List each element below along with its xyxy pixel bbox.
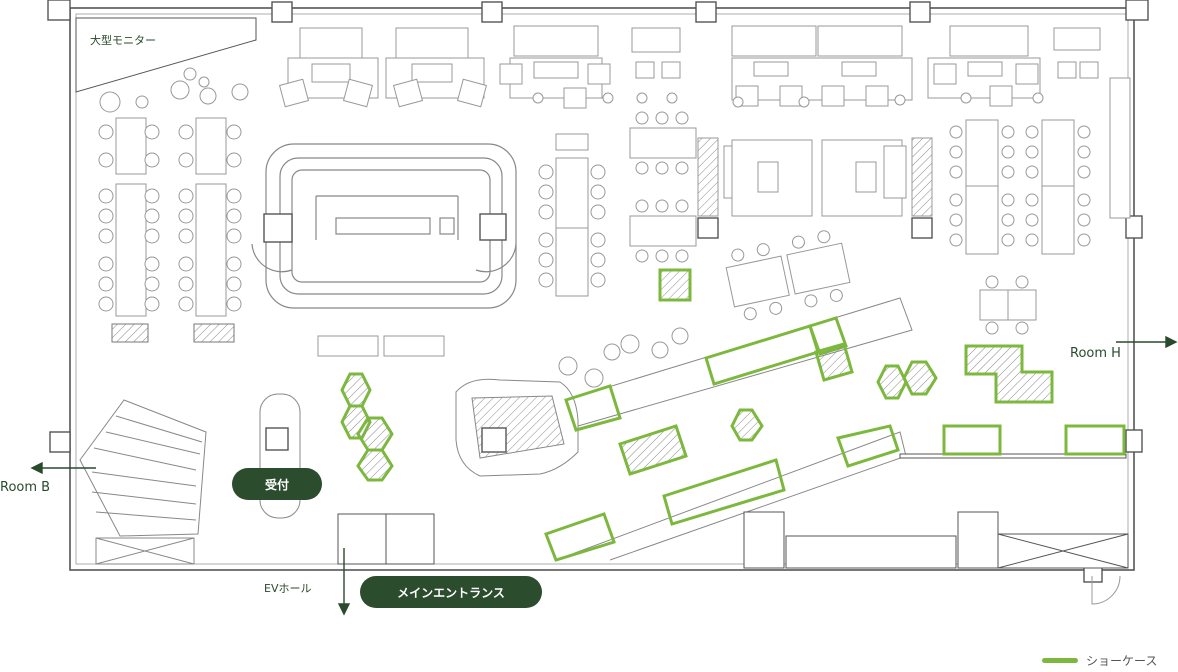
main-entrance-badge[interactable]: メインエントランス — [360, 576, 542, 608]
service-rooms — [337, 453, 1129, 569]
desk-islands-right — [949, 77, 1131, 335]
lower-diagonal-wall — [555, 431, 907, 561]
planter-island — [455, 378, 579, 477]
arrow-left-icon — [30, 461, 96, 475]
arrow-down-icon — [337, 548, 351, 616]
angled-tables — [725, 230, 851, 321]
benches — [317, 133, 589, 357]
showcase-swatch — [1042, 658, 1078, 663]
door-swing — [1091, 575, 1121, 605]
outer-walls — [69, 7, 1135, 571]
ev-hall-label: EVホール — [264, 582, 312, 595]
round-stools — [558, 327, 689, 388]
upper-middle-tables — [629, 111, 933, 263]
stair-area — [79, 399, 207, 565]
showcases — [340, 268, 1126, 562]
desk-islands-left — [115, 117, 227, 317]
legend: ショーケース — [1042, 652, 1157, 669]
room-b-label[interactable]: Room B — [0, 480, 51, 495]
room-h-label[interactable]: Room H — [1070, 346, 1121, 361]
planters-left — [111, 323, 235, 343]
small-round-tables — [99, 67, 1044, 113]
columns — [47, 0, 1149, 583]
legend-showcase-label: ショーケース — [1086, 654, 1158, 668]
chairs-left — [98, 124, 242, 312]
middle-long-table — [538, 157, 606, 297]
central-counter — [251, 143, 517, 309]
arrow-right-icon — [1116, 335, 1178, 349]
reception-badge[interactable]: 受付 — [232, 468, 322, 500]
armchairs — [278, 61, 1099, 109]
big-monitor-label: 大型モニター — [90, 34, 156, 47]
monitor-wall — [75, 17, 257, 93]
sofa-groups — [287, 25, 1101, 101]
